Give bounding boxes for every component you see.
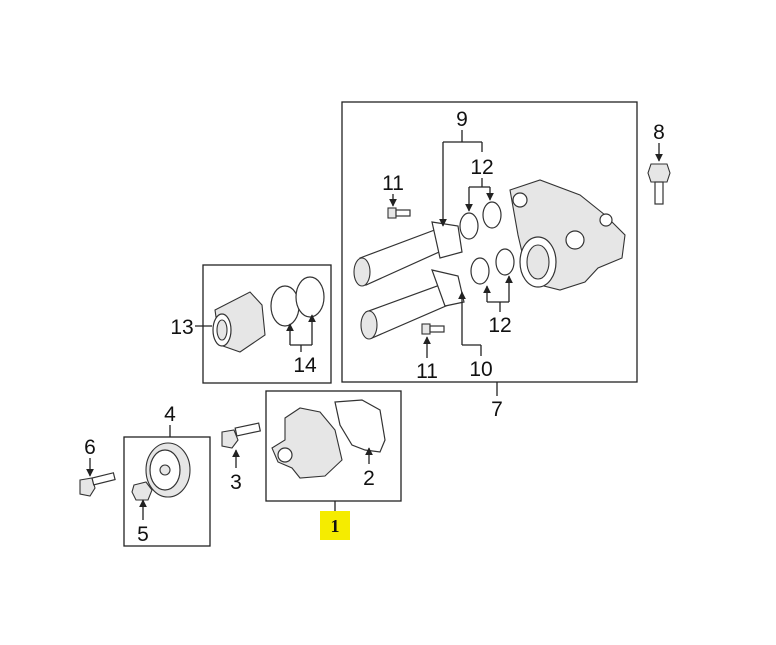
callout-9[interactable]: 9 [456, 108, 468, 131]
callout-14[interactable]: 14 [293, 354, 317, 377]
callout-1[interactable]: 1 [331, 516, 340, 536]
water-pump-gasket-part[interactable] [334, 399, 386, 453]
callout-6[interactable]: 6 [84, 436, 96, 459]
pulley-part[interactable] [145, 442, 191, 498]
thermostat-part[interactable] [212, 291, 266, 353]
pulley-group-box [123, 436, 211, 547]
callout-8[interactable]: 8 [653, 121, 665, 144]
bolt-6-part[interactable] [79, 472, 116, 497]
o-ring-part[interactable] [459, 201, 515, 285]
bolt-part[interactable] [387, 207, 445, 335]
callout-11-upper[interactable]: 11 [382, 172, 404, 195]
callout-7[interactable]: 7 [491, 398, 503, 421]
callout-5[interactable]: 5 [137, 523, 149, 546]
coolant-pipe-upper-part[interactable] [353, 221, 463, 287]
callout-10[interactable]: 10 [469, 358, 492, 381]
callout-12-lower[interactable]: 12 [488, 314, 511, 337]
thermostat-housing-part[interactable] [509, 179, 626, 291]
callout-13[interactable]: 13 [170, 316, 193, 339]
thermostat-housing-group-box [341, 101, 638, 383]
callout-3[interactable]: 3 [230, 471, 242, 494]
nut-part[interactable] [131, 481, 153, 501]
leader-lines [86, 130, 663, 520]
callout-11-lower[interactable]: 11 [416, 360, 438, 383]
water-pump-group-box [265, 390, 402, 502]
coolant-pipe-lower-part[interactable] [360, 269, 465, 340]
callout-2[interactable]: 2 [363, 467, 375, 490]
thermostat-seal-part[interactable] [270, 276, 325, 327]
callout-4[interactable]: 4 [164, 403, 176, 426]
water-pump-part[interactable] [271, 407, 343, 479]
callout-12-upper[interactable]: 12 [470, 156, 493, 179]
callout-1-highlighted[interactable]: 1 [320, 511, 350, 540]
thermostat-group-box [202, 264, 332, 384]
bolt-8-part[interactable] [647, 163, 671, 205]
bolt-3-part[interactable] [221, 422, 262, 449]
